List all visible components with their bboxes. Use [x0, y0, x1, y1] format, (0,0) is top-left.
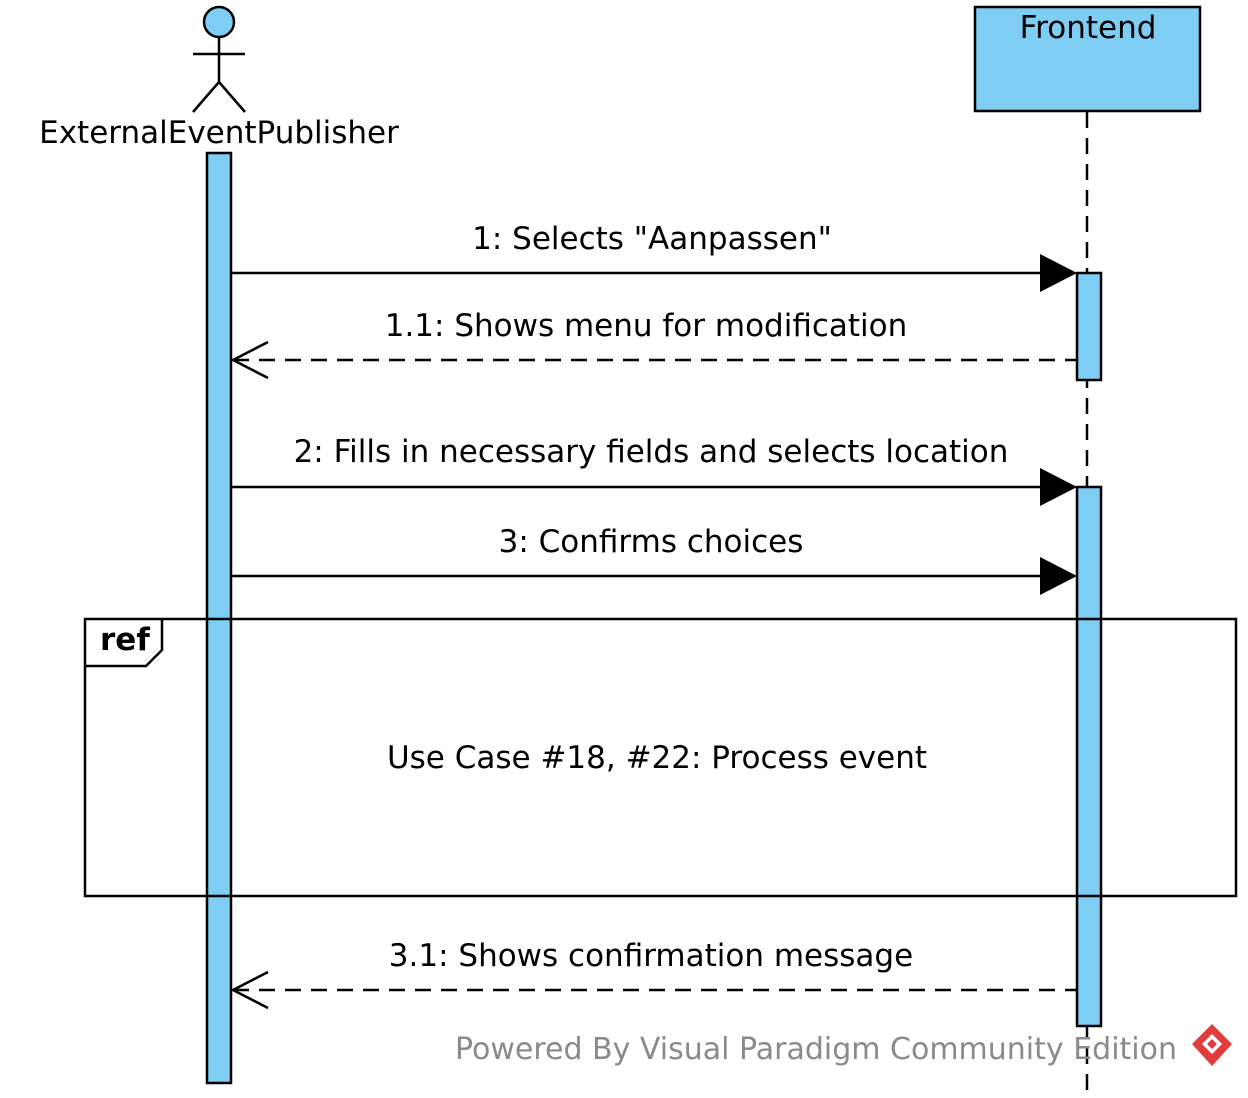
watermark-text: Powered By Visual Paradigm Community Edi… [455, 1032, 1177, 1067]
message-2: 2: Fills in necessary fields and selects… [231, 434, 1077, 506]
visual-paradigm-logo-icon [1192, 1024, 1232, 1066]
frontend-activation-bar-2 [1075, 485, 1103, 1028]
message-1-1: 1.1: Shows menu for modification [230, 308, 1077, 380]
message-3-1-label: 3.1: Shows confirmation message [389, 938, 913, 974]
frontend-label: Frontend [1020, 10, 1157, 46]
frontend-head-box [973, 5, 1202, 113]
actor-label: ExternalEventPublisher [39, 115, 399, 151]
message-2-label: 2: Fills in necessary fields and selects… [294, 434, 1009, 470]
message-3-label: 3: Confirms choices [499, 524, 804, 560]
frontend-activation-bar-1 [1075, 271, 1103, 382]
ref-label: Use Case #18, #22: Process event [387, 740, 927, 776]
message-3: 3: Confirms choices [231, 524, 1077, 595]
actor-figure-icon [192, 5, 246, 113]
ref-tag: ref [100, 622, 150, 658]
message-1-label: 1: Selects "Aanpassen" [472, 221, 832, 257]
message-3-1: 3.1: Shows confirmation message [230, 938, 1077, 1010]
message-1-1-label: 1.1: Shows menu for modification [385, 308, 908, 344]
ref-frame: ref Use Case #18, #22: Process event [83, 617, 1238, 898]
message-1: 1: Selects "Aanpassen" [231, 221, 1077, 292]
